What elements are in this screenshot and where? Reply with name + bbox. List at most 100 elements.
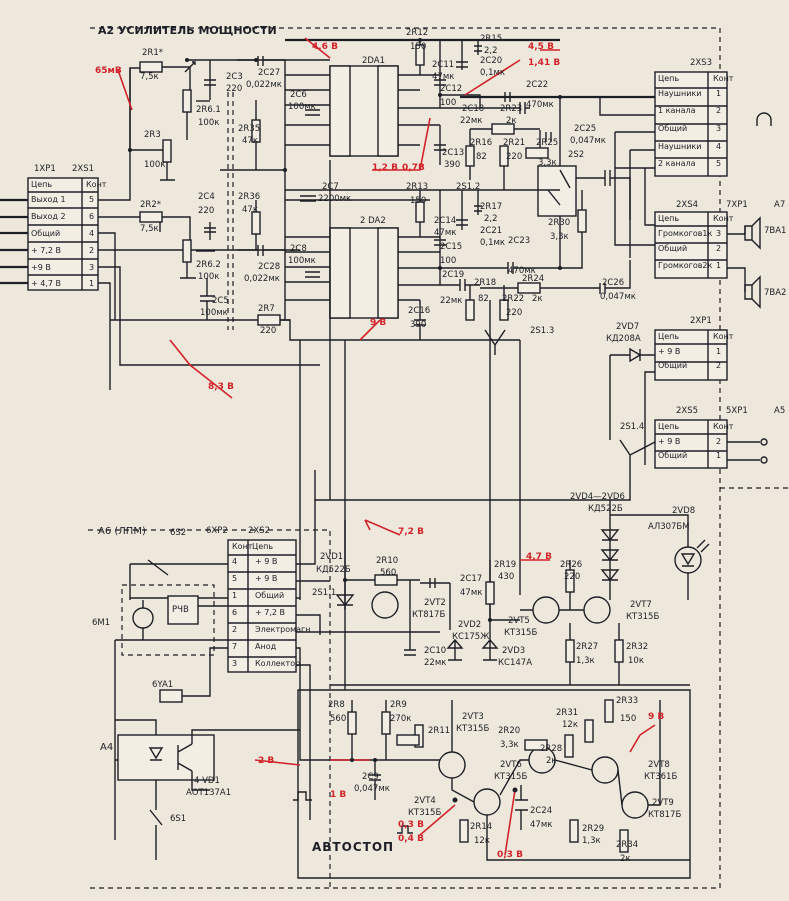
label-2vt2: 2VT2 (424, 598, 446, 608)
xs2-cell: 2 (232, 624, 238, 634)
label-2r31: 2R31 (556, 708, 579, 718)
label-2vd1: 2VD1 (320, 552, 344, 562)
label-2r36: 2R36 (238, 192, 261, 202)
label-2c24: 2C24 (530, 806, 553, 816)
xs4-cell: 3 (716, 229, 722, 238)
label-2c14-value: 47мк (434, 228, 457, 238)
label-2c25-value: 0,047мк (570, 136, 606, 146)
xs1-cell: 6 (89, 211, 95, 221)
xs3-cell: 1 (716, 89, 722, 98)
page-title: A2 УСИЛИТЕЛЬ МОЩНОСТИ (98, 24, 277, 37)
label-2r35: 2R35 (238, 124, 261, 134)
xs1-cell: 4 (89, 228, 95, 238)
label-2c12: 2C12 (440, 84, 463, 94)
label-2r20: 2R20 (498, 726, 521, 736)
xs2-cell: Электромагн (255, 624, 311, 634)
label-2c26-value: 0,047мк (600, 292, 636, 302)
xs2-cell: 7 (232, 641, 238, 651)
label-2r19: 2R19 (494, 560, 517, 570)
label-2r1: 2R1* (142, 48, 163, 58)
label-2r7: 2R7 (258, 304, 275, 314)
label-2r26: 2R26 (560, 560, 583, 570)
label-2r14-value: 12к (474, 836, 490, 846)
label-2r33: 2R33 (616, 696, 639, 706)
label-2r33-value: 150 (620, 714, 637, 724)
label-2xs4: 2XS4 (676, 200, 699, 210)
label-2r17: 2R17 (480, 202, 503, 212)
label-2vt5-value: КТ315Б (504, 628, 538, 638)
xs3-cell: 5 (716, 158, 722, 168)
label-2vt7-value: КТ315Б (626, 612, 660, 622)
block-a6-label: А6 (ЛПМ) (98, 526, 146, 537)
xs1-cell: 1 (89, 279, 95, 288)
label-2c16: 2C16 (408, 306, 431, 316)
xs3-cell: 2 (716, 106, 722, 115)
label-2c8: 2C8 (290, 244, 307, 254)
xs2-cell: Коллектор (255, 658, 301, 668)
label-2vt8: 2VT8 (648, 760, 670, 770)
label-2c9: 2C9 (362, 772, 379, 782)
label-2vd1-value: КД522Б (316, 565, 351, 575)
xs3-cell: 2 канала (658, 158, 696, 168)
xs1-cell: Общий (31, 228, 61, 238)
label-2r17-value: 2,2 (484, 214, 498, 224)
xs1-header-1: Цепь (31, 180, 53, 189)
label-2c3: 2C3 (226, 72, 243, 82)
label-2r2: 2R2* (140, 200, 161, 210)
label-2r12-value: 150 (410, 42, 427, 52)
xs5-cell: Общий (658, 451, 688, 460)
xp1b-cell: 1 (716, 347, 722, 356)
xs1-cell: + 4,7 В (31, 279, 61, 288)
label-2r23: 2R23 (500, 104, 523, 114)
xs2-cell: 4 (232, 557, 238, 566)
label-2r13: 2R13 (406, 182, 429, 192)
label-2c5-value: 100мк (200, 308, 228, 318)
label-2c23-value: 470мк (508, 266, 536, 276)
label-2c28: 2C28 (258, 262, 281, 272)
label-2r24: 2R24 (522, 274, 545, 284)
label-2r9: 2R9 (390, 700, 407, 710)
label-2c23: 2C23 (508, 236, 531, 246)
label-2r22: 2R22 (502, 294, 525, 304)
label-2r3-value: 100к (144, 160, 166, 170)
label-2c16-value: 390 (410, 320, 427, 330)
connector-2xs1 (27, 177, 99, 291)
label-2r8-value: 560 (330, 714, 347, 724)
label-2c19: 2C19 (442, 270, 465, 280)
label-6ya1: 6YA1 (152, 680, 174, 690)
label-2r29-value: 1,3к (582, 836, 601, 846)
label-2c25: 2C25 (574, 124, 597, 134)
label-2s1-1: 2S1.1 (312, 588, 337, 598)
label-2c24-value: 47мк (530, 820, 553, 830)
label-2vd3: 2VD3 (502, 646, 526, 656)
diode-2vd1-icon (335, 594, 355, 607)
label-2vt5: 2VT5 (508, 616, 530, 626)
label-2c3-value: 220 (226, 84, 243, 94)
label-2r34-value: 2к (620, 854, 631, 864)
label-2xs2: 2XS2 (248, 526, 271, 536)
label-2vd7-value: КД208А (606, 334, 641, 344)
label-2r28: 2R28 (540, 744, 563, 754)
xs3-header-2: Конт (713, 74, 734, 83)
callout-65mv (117, 69, 133, 111)
label-6xp2: 6XP2 (206, 526, 228, 536)
label-2c10-value: 22мк (424, 658, 447, 668)
label-2c8-value: 100мк (288, 256, 316, 266)
label-2vt7: 2VT7 (630, 600, 652, 610)
label-2r31-value: 12к (562, 720, 578, 730)
label-2c19-value: 22мк (440, 296, 463, 306)
label-2c15: 2C15 (440, 242, 463, 252)
label-2r8: 2R8 (328, 700, 345, 710)
label-2c21-value: 0,1мк (480, 238, 506, 248)
label-2c4-value: 220 (198, 206, 215, 216)
label-2c15-value: 100 (440, 256, 457, 266)
label-2r3: 2R3 (144, 130, 161, 140)
label-2r13-value: 150 (410, 196, 427, 206)
label-2vt8-value: КТ361Б (644, 772, 678, 782)
xs5-header-1: Цепь (658, 422, 680, 431)
xs2-cell: Общий (255, 590, 285, 600)
voltage-1-41v: 1,41 В (528, 58, 561, 68)
label-2c6: 2C6 (290, 90, 307, 100)
label-2vd8: 2VD8 (672, 506, 696, 516)
